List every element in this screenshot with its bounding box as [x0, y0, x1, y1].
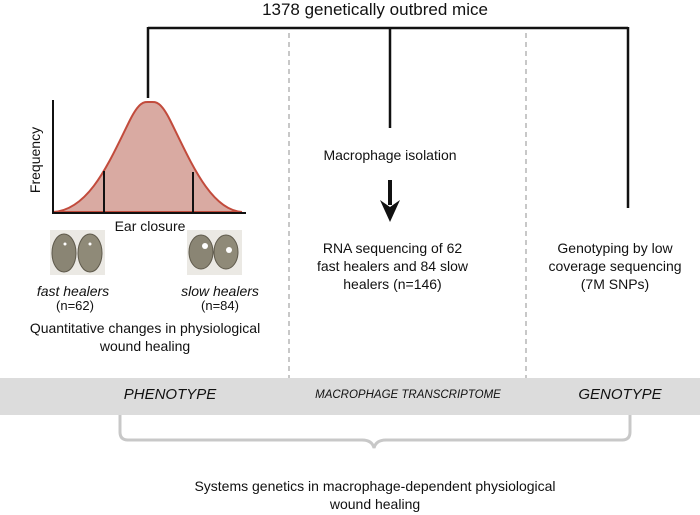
genotyping-line1: Genotyping by low: [557, 240, 673, 256]
fast-healers-label: fast healers: [36, 283, 110, 299]
category-band: [0, 378, 700, 415]
footer-line2: wound healing: [329, 496, 421, 512]
rna-seq-line1: RNA sequencing of 62: [322, 240, 463, 256]
rna-seq-line2: fast healers and 84 slow: [317, 258, 468, 274]
slow-healer-ear-image: [187, 230, 242, 275]
rna-seq-line3: healers (n=146): [343, 276, 442, 292]
footer-line1: Systems genetics in macrophage-dependent…: [194, 478, 556, 494]
distribution-curve: [52, 100, 243, 213]
header-title: 1378 genetically outbred mice: [262, 0, 488, 19]
slow-healers-label: slow healers: [181, 283, 259, 299]
slow-healers-count: (n=84): [201, 298, 239, 313]
phenotype-caption-line1: Quantitative changes in physiological: [29, 320, 261, 336]
band-label-transcriptome: MACROPHAGE TRANSCRIPTOME: [315, 389, 501, 401]
genotyping-line3: (7M SNPs): [580, 276, 650, 292]
fast-healers-count: (n=62): [56, 298, 94, 313]
macrophage-isolation-label: Macrophage isolation: [323, 147, 457, 163]
arrow-down-icon: [380, 200, 400, 222]
fast-healer-ear-image: [50, 230, 105, 275]
phenotype-caption-line2: wound healing: [99, 338, 191, 354]
x-axis-label: Ear closure: [114, 218, 186, 234]
y-axis-label: Frequency: [27, 127, 43, 193]
band-label-phenotype: PHENOTYPE: [123, 386, 217, 403]
bottom-brace: [118, 415, 632, 449]
genotyping-line2: coverage sequencing: [548, 258, 682, 274]
band-label-genotype: GENOTYPE: [578, 386, 662, 403]
